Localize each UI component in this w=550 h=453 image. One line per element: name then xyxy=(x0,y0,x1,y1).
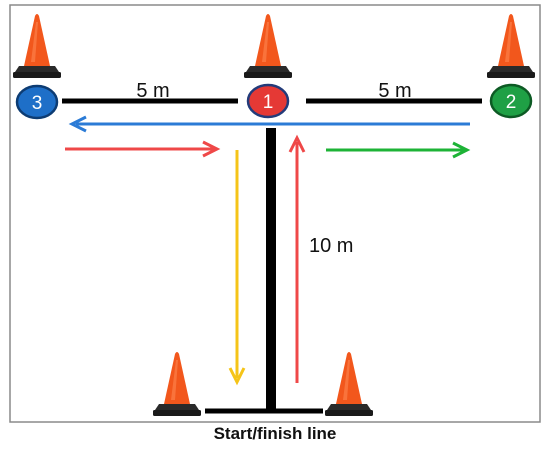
arrow-icon xyxy=(326,141,471,159)
marker-number-3: 3 xyxy=(32,93,43,114)
marker-circle-icon xyxy=(15,84,59,120)
marker-circle-icon xyxy=(246,83,290,119)
arrow-icon xyxy=(288,134,306,383)
marker-1: 1 xyxy=(246,83,290,119)
marker-3: 3 xyxy=(15,84,59,120)
distance-label-right: 5 m xyxy=(378,80,411,102)
diagram-frame xyxy=(9,4,541,423)
distance-label-left: 5 m xyxy=(136,80,169,102)
marker-2: 2 xyxy=(489,83,533,119)
marker-number-1: 1 xyxy=(263,92,274,113)
traffic-cone-icon xyxy=(13,14,61,78)
traffic-cone-icon xyxy=(487,14,535,78)
start-finish-caption: Start/finish line xyxy=(213,424,337,443)
traffic-cone-icon xyxy=(153,352,201,416)
traffic-cone-icon xyxy=(325,352,373,416)
arrow-icon xyxy=(68,115,470,133)
arrow-icon xyxy=(65,140,221,158)
traffic-cone-icon xyxy=(244,14,292,78)
arrow-icon xyxy=(228,150,246,386)
marker-circle-icon xyxy=(489,83,533,119)
marker-number-2: 2 xyxy=(506,92,517,113)
distance-label-vertical: 10 m xyxy=(309,235,353,257)
